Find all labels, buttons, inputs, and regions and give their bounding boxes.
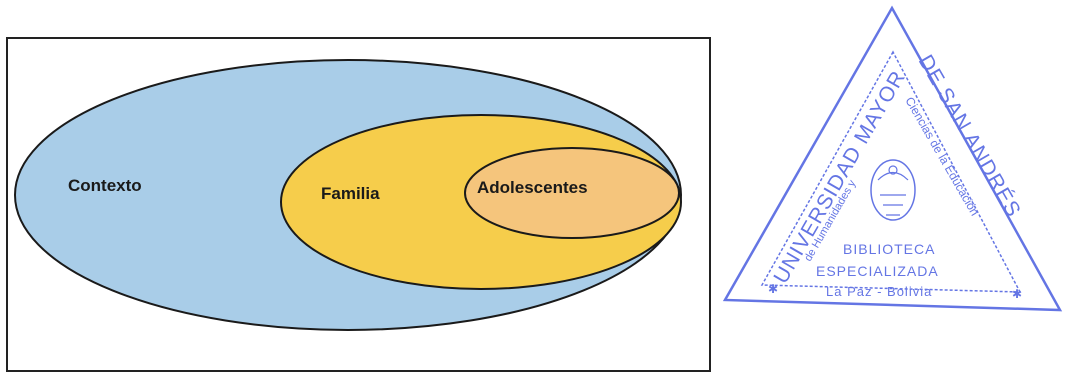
contexto-label: Contexto xyxy=(68,176,142,195)
adolescentes-label: Adolescentes xyxy=(477,178,588,197)
stamp-inner-triangle xyxy=(760,50,1022,293)
adolescentes-ellipse xyxy=(464,147,680,239)
stamp-line-biblioteca: BIBLIOTECA xyxy=(843,241,935,257)
stamp-line-especializada: ESPECIALIZADA xyxy=(816,263,939,279)
stamp-star-icon: ✱ xyxy=(1012,287,1022,301)
stamp-outer-triangle xyxy=(722,5,1063,312)
familia-label: Familia xyxy=(321,184,380,203)
stamp-line-location: La Paz - Bolivia xyxy=(826,284,932,299)
stamp-emblem-icon xyxy=(870,159,916,221)
stamp-star-icon: ✱ xyxy=(768,282,778,296)
library-stamp: UNIVERSIDAD MAYOR DE SAN ANDRÉS Ciencias… xyxy=(722,5,1063,312)
